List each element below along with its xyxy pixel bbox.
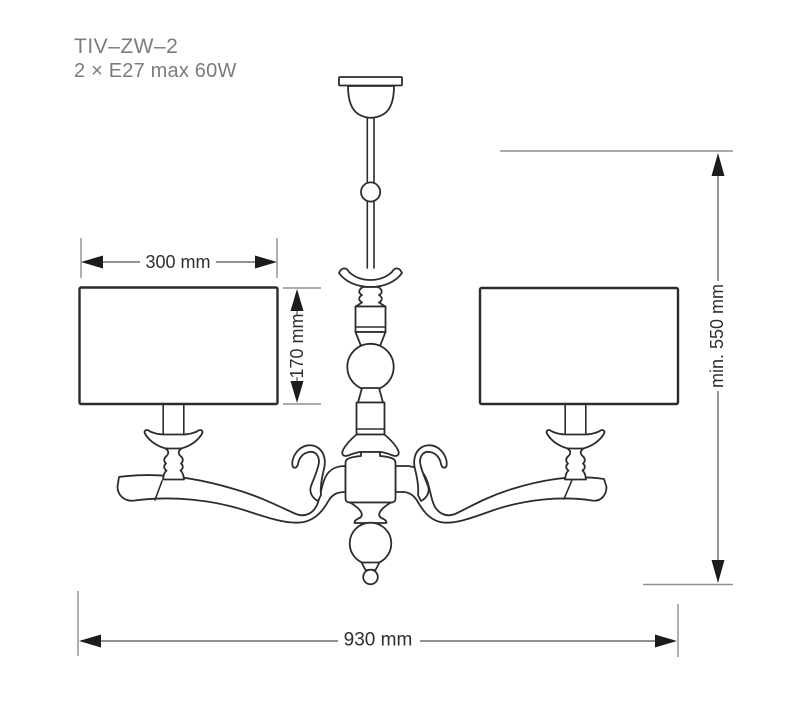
arrowhead-left xyxy=(79,634,101,648)
baluster-sphere xyxy=(346,342,395,392)
rod-ball xyxy=(360,181,382,203)
dimension-min-height: min. 550 mm xyxy=(500,150,733,586)
extension-lines xyxy=(80,238,278,278)
baluster-column xyxy=(338,267,403,457)
block-body xyxy=(344,451,397,504)
arrowhead-left xyxy=(81,255,103,269)
baluster-flare xyxy=(341,433,400,457)
left-shade xyxy=(78,286,279,406)
arrowhead-right xyxy=(255,255,277,269)
right-arm-scroll xyxy=(413,444,448,502)
block-lower-neck xyxy=(349,501,392,524)
left-candle-holder xyxy=(143,403,204,481)
arrowhead-right xyxy=(655,634,677,648)
left-arm-crease xyxy=(154,480,163,501)
chandelier-drawing xyxy=(78,76,680,586)
baluster-cylinder-upper xyxy=(354,305,387,333)
baluster-neck xyxy=(354,286,387,308)
right-arm-band xyxy=(394,465,608,524)
right-shade xyxy=(478,286,680,406)
product-code: TIV–ZW–2 xyxy=(74,35,179,58)
product-spec: 2 × E27 max 60W xyxy=(74,60,237,82)
ceiling-plate xyxy=(338,76,403,87)
shade-height-label: 170 mm xyxy=(287,313,307,378)
baluster-crown xyxy=(338,267,403,288)
right-arm xyxy=(394,444,608,524)
min-height-label: min. 550 mm xyxy=(707,284,727,388)
finial-collar xyxy=(360,561,381,571)
extension-lines xyxy=(77,591,679,657)
sphere-exit xyxy=(357,387,384,404)
dimension-shade-height: 170 mm xyxy=(283,287,321,405)
dimension-shade-width: 300 mm xyxy=(80,238,278,278)
finial-ball xyxy=(362,568,379,586)
centre-block xyxy=(344,451,397,586)
arrowhead-top xyxy=(711,153,725,176)
right-candle-holder xyxy=(545,403,606,481)
arrowhead-bottom xyxy=(711,560,725,583)
right-arm-crease xyxy=(563,479,573,500)
shade-width-label: 300 mm xyxy=(145,252,210,272)
title-block: TIV–ZW–2 2 × E27 max 60W xyxy=(74,34,237,83)
left-arm xyxy=(116,444,347,524)
arrowhead-top xyxy=(290,289,304,311)
canopy-dome xyxy=(347,85,395,119)
left-arm-scroll xyxy=(291,444,326,502)
dimension-total-width: 930 mm xyxy=(77,591,679,657)
bottom-sphere xyxy=(348,521,393,566)
total-width-label: 930 mm xyxy=(344,630,413,651)
extension-ticks xyxy=(283,287,321,405)
ceiling-mount xyxy=(338,76,403,119)
arrowhead-bottom xyxy=(290,381,304,403)
